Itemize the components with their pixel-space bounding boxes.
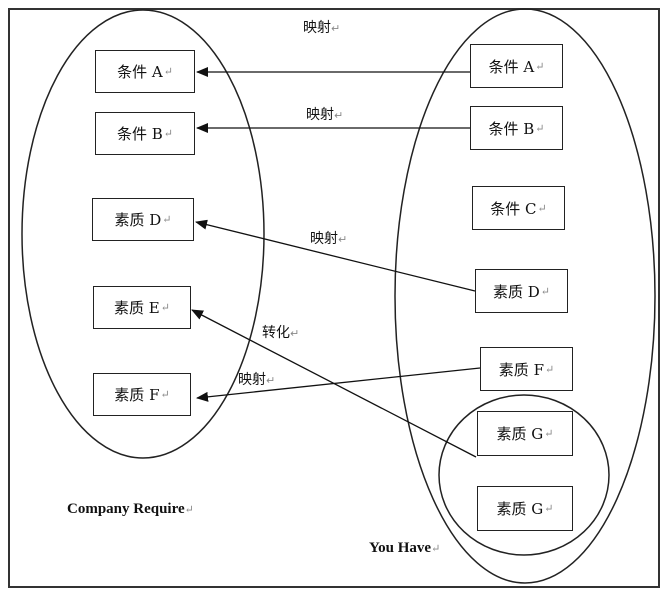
right-box-quality-f: 素质 F↵	[480, 347, 573, 391]
left-box-quality-e: 素质 E↵	[93, 286, 191, 329]
edge-label-map-b: 映射↵	[306, 107, 344, 123]
right-box-condition-a-label: 条件 A	[488, 57, 535, 76]
edge-label-map-d: 映射↵	[310, 231, 348, 247]
edge-label-map-a: 映射↵	[303, 20, 341, 36]
right-box-condition-c-label: 条件 C	[490, 199, 537, 218]
right-box-quality-g-2-label: 素质 G	[496, 500, 544, 518]
edge-label-map-f: 映射↵	[238, 372, 276, 388]
left-box-quality-f: 素质 F↵	[93, 373, 191, 416]
edge-label-transform-e: 转化↵	[262, 325, 300, 341]
right-box-quality-g-1: 素质 G↵	[477, 411, 573, 456]
edge-map-d	[195, 219, 476, 292]
company-require-caption: Company Require↵	[67, 501, 194, 517]
right-box-quality-g-1-label: 素质 G	[496, 425, 544, 443]
right-box-condition-b-label: 条件 B	[488, 119, 535, 138]
left-box-quality-d: 素质 D↵	[92, 198, 194, 241]
left-box-quality-d-label: 素质 D	[114, 211, 162, 229]
right-box-quality-g-2: 素质 G↵	[477, 486, 573, 531]
left-box-condition-a: 条件 A↵	[95, 50, 195, 93]
you-have-caption: You Have↵	[369, 540, 441, 556]
right-box-quality-d-label: 素质 D	[492, 282, 540, 301]
left-box-condition-a-label: 条件 A	[117, 63, 163, 81]
left-box-condition-b-label: 条件 B	[116, 125, 163, 143]
left-box-quality-e-label: 素质 E	[114, 299, 160, 317]
left-box-quality-f-label: 素质 F	[114, 386, 160, 404]
right-box-quality-d: 素质 D↵	[475, 269, 568, 313]
company-require-ellipse	[21, 9, 265, 459]
right-box-quality-f-label: 素质 F	[498, 360, 544, 379]
right-box-condition-b: 条件 B↵	[470, 106, 563, 150]
you-have-ellipse	[394, 8, 656, 584]
sub-group-ellipse	[438, 394, 610, 556]
edge-map-f	[196, 367, 481, 402]
left-box-condition-b: 条件 B↵	[95, 112, 195, 155]
right-box-condition-c: 条件 C↵	[472, 186, 565, 230]
right-box-condition-a: 条件 A↵	[470, 44, 563, 88]
